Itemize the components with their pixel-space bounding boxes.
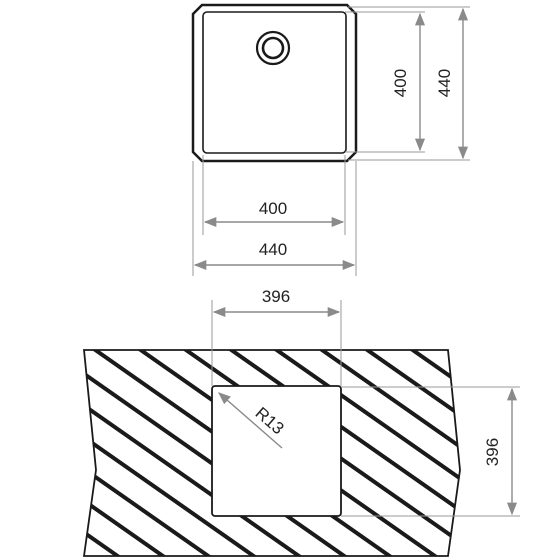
top-view-extension-lines xyxy=(192,6,470,276)
sink-inner-bowl xyxy=(202,11,347,154)
cutout-width-label: 396 xyxy=(262,287,290,306)
outer-depth-dimension: 440 xyxy=(435,7,469,160)
cutout-width-dimension: 396 xyxy=(212,287,341,318)
sink-outer-rim xyxy=(191,3,358,163)
outer-width-label: 440 xyxy=(259,240,287,259)
inner-depth-dimension: 400 xyxy=(391,12,426,152)
cutout-depth-label: 396 xyxy=(483,438,502,466)
cutout-depth-dimension: 396 xyxy=(483,387,518,516)
drain-icon xyxy=(255,30,291,66)
outer-width-dimension: 440 xyxy=(193,240,356,271)
inner-width-dimension: 400 xyxy=(203,199,345,228)
cutout-extension-lines xyxy=(211,300,520,517)
inner-width-label: 400 xyxy=(259,199,287,218)
sink-top-view xyxy=(191,3,358,163)
inner-depth-label: 400 xyxy=(391,69,410,97)
countertop-section xyxy=(82,349,461,557)
outer-depth-label: 440 xyxy=(435,69,454,97)
cutout-opening xyxy=(211,385,342,517)
